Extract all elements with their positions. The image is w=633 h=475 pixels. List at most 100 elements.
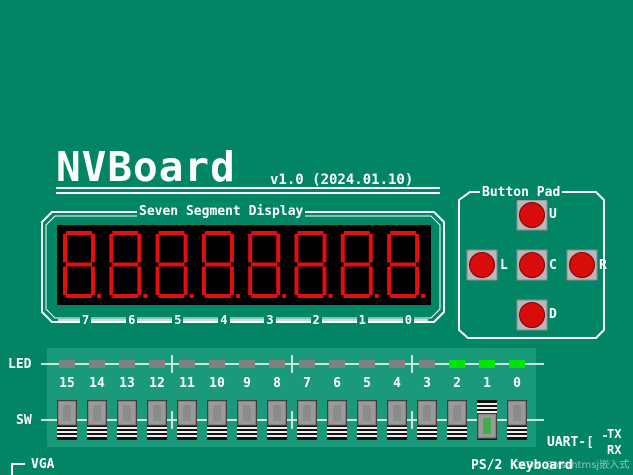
segment-f [63,234,67,263]
led-number: 7 [303,376,311,391]
segment-g [390,262,417,267]
switch-0[interactable] [507,400,527,440]
button-l-label: L [500,258,508,273]
switch-3[interactable] [417,400,437,440]
segment-d [390,294,417,298]
switch-ridge [327,427,347,429]
segment-g [297,262,324,267]
segment-dp [374,294,379,298]
segment-dp [189,294,194,298]
switch-knob-center [423,405,431,421]
switch-ridge [357,435,377,437]
led-number: 5 [363,376,371,391]
segment-a [158,231,185,235]
switch-7[interactable] [297,400,317,440]
led-number: 2 [453,376,461,391]
led-1 [479,360,495,368]
button-left[interactable] [466,249,498,281]
led-row-label: LED [8,357,32,372]
sw-row-label: SW [16,413,32,428]
switch-1[interactable] [477,400,497,440]
button-cap [469,252,495,278]
button-c-label: C [549,258,557,273]
segment-e [155,266,160,295]
segment-b [229,234,234,263]
digit-label: 2 [310,313,322,327]
switch-2[interactable] [447,400,467,440]
switch-ridge [57,427,77,429]
switch-10[interactable] [207,400,227,440]
segment-e [294,266,299,295]
segment-d [251,294,278,298]
segment-a [390,231,417,235]
switch-4[interactable] [387,400,407,440]
switch-ridge [507,427,527,429]
switch-12[interactable] [147,400,167,440]
switch-ridge [147,435,167,437]
switch-knob-center [213,405,221,421]
led-9 [239,360,255,368]
segment-b [415,234,420,263]
segment-d [66,294,92,298]
segment-b [368,234,373,263]
seven-seg-digit-3 [248,231,287,298]
button-right[interactable] [566,249,598,281]
switch-ridge [417,435,437,437]
seven-seg-digit-1 [340,231,379,298]
uart-rx-label: RX [607,443,622,457]
switch-9[interactable] [237,400,257,440]
switch-knob-center [63,405,71,421]
switch-13[interactable] [117,400,137,440]
switch-ridge [237,427,257,429]
switch-6[interactable] [327,400,347,440]
segment-f [340,234,345,263]
switch-ridge [357,427,377,429]
segment-d [343,294,370,298]
seven-seg-digit-5 [155,231,194,298]
switch-ridge [57,435,77,437]
switch-ridge [357,431,377,433]
switch-ridge [147,427,167,429]
segment-c [276,266,281,295]
switch-knob-center [333,405,341,421]
led-number: 9 [243,376,251,391]
switch-knob-center [483,418,491,434]
switch-ridge [477,403,497,405]
segment-c [137,266,142,295]
digit-label: 0 [402,313,414,327]
switch-ridge [87,431,107,433]
switch-ridge [117,431,137,433]
segment-d [204,294,231,298]
segment-g [251,262,278,267]
led-number: 10 [209,376,225,391]
segment-c [322,266,327,295]
segment-c [183,266,188,295]
button-center[interactable] [516,249,548,281]
switch-ridge [117,435,137,437]
led-11 [179,360,195,368]
segment-g [112,262,139,267]
switch-ridge [147,431,167,433]
led-12 [149,360,165,368]
button-up[interactable] [516,199,548,231]
led-number: 0 [513,376,521,391]
switch-14[interactable] [87,400,107,440]
segment-e [201,266,206,295]
switch-ridge [237,435,257,437]
switch-ridge [177,431,197,433]
button-r-label: R [599,258,607,273]
segment-dp [421,294,426,298]
segment-e [340,266,345,295]
switch-15[interactable] [57,400,77,440]
segment-dp [143,294,148,298]
button-cap [519,202,545,228]
led-number: 1 [483,376,491,391]
button-down[interactable] [516,299,548,331]
switch-ridge [297,431,317,433]
switch-8[interactable] [267,400,287,440]
switch-11[interactable] [177,400,197,440]
led-13 [119,360,135,368]
segment-a [112,231,139,235]
switch-5[interactable] [357,400,377,440]
